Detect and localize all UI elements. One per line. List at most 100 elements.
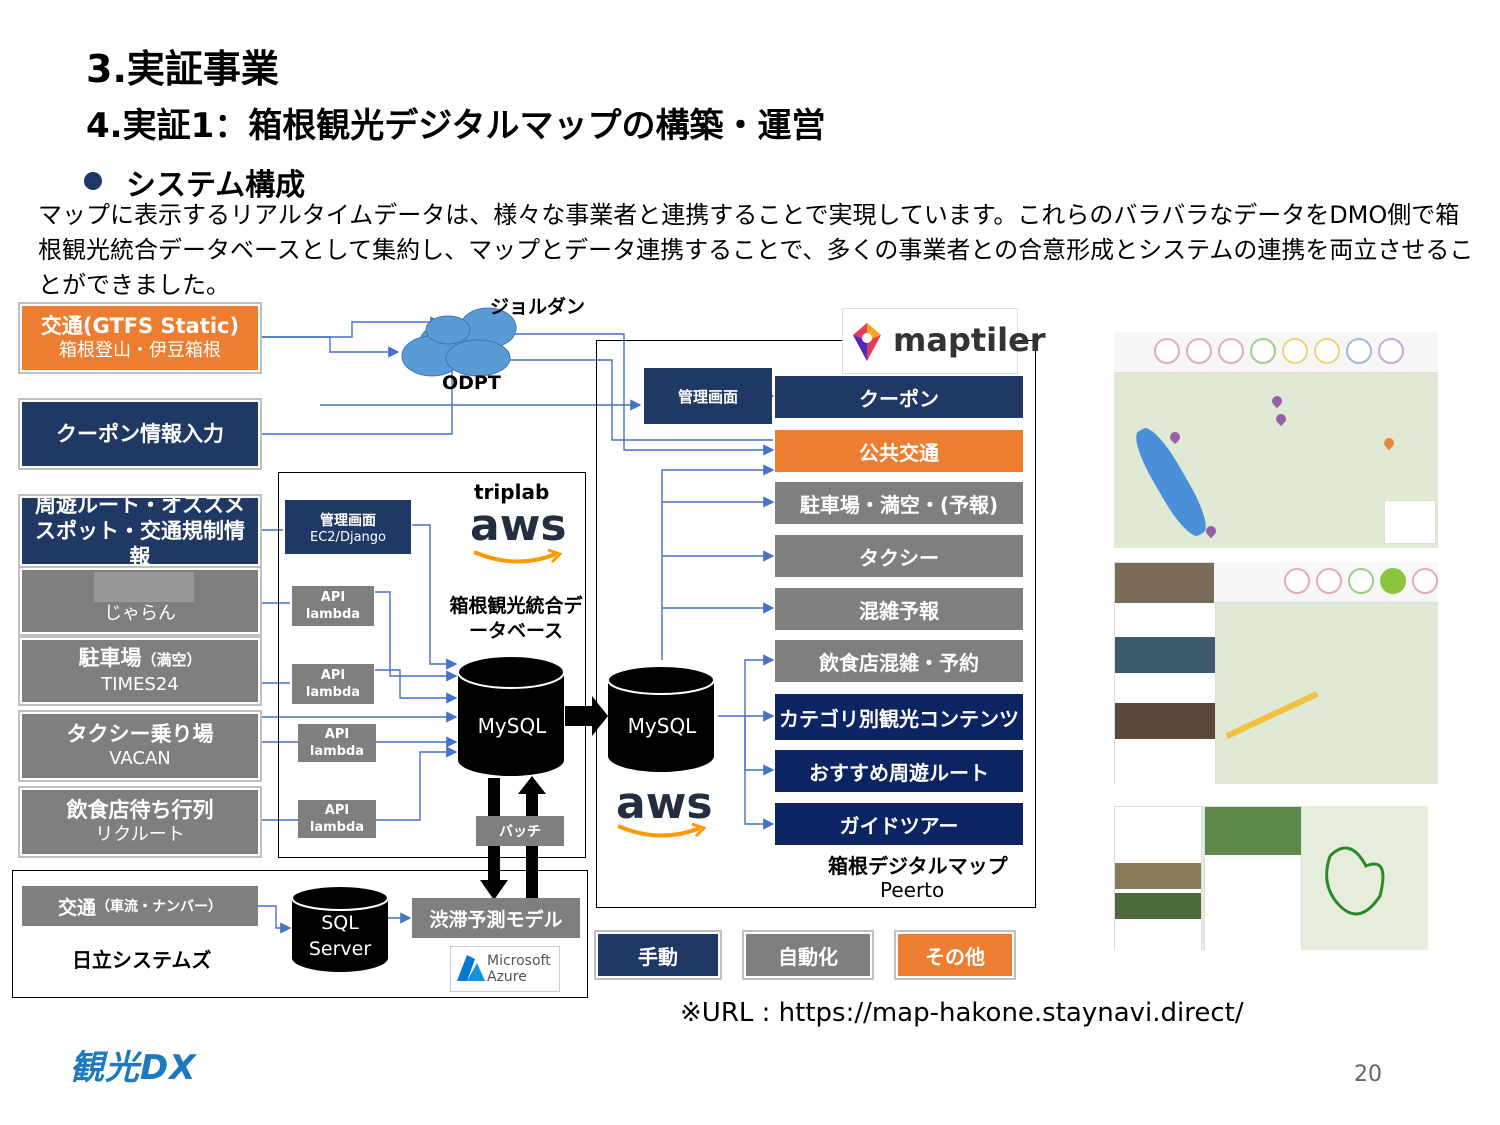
source-parking: 駐車場（満空） TIMES24 bbox=[18, 636, 262, 706]
output-guide-tour: ガイドツアー bbox=[775, 803, 1023, 845]
source-label: 駐車場 bbox=[78, 646, 142, 670]
category-icon bbox=[1250, 338, 1276, 364]
legend-auto: 自動化 bbox=[742, 930, 874, 980]
mysql-label: MySQL bbox=[477, 714, 547, 738]
category-icon bbox=[1348, 568, 1374, 594]
category-icon bbox=[1378, 338, 1404, 364]
content-photo bbox=[1115, 563, 1215, 603]
legend-manual: 手動 bbox=[594, 930, 722, 980]
mysql-db-icon bbox=[457, 655, 565, 776]
output-coupon: クーポン bbox=[775, 376, 1023, 418]
lambda-label: lambda bbox=[305, 607, 361, 622]
route-photo bbox=[1115, 893, 1201, 919]
category-icon bbox=[1154, 338, 1180, 364]
api-label: API bbox=[324, 803, 350, 818]
api-label: API bbox=[324, 727, 350, 742]
triplab-frame bbox=[278, 472, 586, 858]
sql-label: SQL bbox=[321, 912, 359, 934]
mysql-label-maptiler: MySQL bbox=[627, 714, 697, 738]
category-icon bbox=[1186, 338, 1212, 364]
kanko-dx-logo: 観光DX bbox=[70, 1048, 197, 1088]
source-label-sub: （満空） bbox=[141, 651, 202, 669]
map-url[interactable]: ※URL : https://map-hakone.staynavi.direc… bbox=[680, 998, 1244, 1028]
aws-logo: aws bbox=[470, 500, 567, 551]
traffic-label: 交通 bbox=[57, 896, 96, 919]
output-taxi: タクシー bbox=[775, 535, 1023, 577]
source-traffic-flow: 交通（車流・ナンバー） bbox=[22, 886, 258, 926]
maptiler-logo: maptiler bbox=[893, 321, 1046, 359]
batch-label: バッチ bbox=[476, 816, 564, 846]
category-icon bbox=[1218, 338, 1244, 364]
output-public-transit: 公共交通 bbox=[775, 430, 1023, 472]
source-taxi: タクシー乗り場 VACAN bbox=[18, 710, 262, 782]
road-line bbox=[1225, 691, 1319, 739]
odpt-label: ODPT bbox=[442, 372, 501, 394]
category-icon bbox=[1380, 568, 1406, 594]
output-parking: 駐車場・満空・(予報) bbox=[775, 482, 1023, 524]
source-traffic-gtfs: 交通(GTFS Static) 箱根登山・伊豆箱根 bbox=[18, 302, 262, 374]
content-photo bbox=[1115, 703, 1215, 739]
triplab-label: triplab bbox=[474, 480, 550, 504]
bullet-icon bbox=[84, 172, 102, 190]
legend-other: その他 bbox=[894, 930, 1016, 980]
map-pin-icon bbox=[1269, 393, 1285, 409]
azure-microsoft: Microsoft bbox=[487, 953, 551, 969]
api-label: API bbox=[320, 590, 346, 605]
route-photo bbox=[1115, 863, 1201, 889]
hitachi-label: 日立システムズ bbox=[72, 948, 212, 972]
api-lambda-taxi: API lambda bbox=[298, 724, 376, 762]
output-recommended-route: おすすめ周遊ルート bbox=[775, 750, 1023, 792]
source-provider: 箱根登山・伊豆箱根 bbox=[59, 340, 221, 361]
route-path bbox=[1325, 846, 1385, 916]
lambda-label: lambda bbox=[309, 744, 365, 759]
map-screenshot-3 bbox=[1114, 806, 1428, 950]
page-title: 3.実証事業 bbox=[86, 47, 279, 91]
maptiler-logo-icon bbox=[853, 323, 881, 361]
source-provider: じゃらん bbox=[104, 603, 176, 624]
source-provider: TIMES24 bbox=[101, 674, 179, 695]
admin-label: 管理画面 bbox=[320, 512, 376, 529]
integrated-db-label: 箱根観光統合データベース bbox=[449, 595, 583, 642]
map-pin-icon bbox=[1273, 411, 1289, 427]
jorudan-label: ジョルダン bbox=[490, 296, 586, 318]
page-number: 20 bbox=[1354, 1062, 1382, 1087]
azure-logo-text: Microsoft Azure bbox=[487, 953, 551, 985]
source-route-spots: 周遊ルート・オススメスポット・交通規制情報 bbox=[18, 493, 262, 569]
source-label: タクシー乗り場 bbox=[66, 722, 214, 746]
category-icon bbox=[1314, 338, 1340, 364]
azure-azure: Azure bbox=[487, 969, 527, 985]
map-name: 箱根デジタルマップ bbox=[828, 854, 1008, 878]
source-label: 交通(GTFS Static) bbox=[40, 314, 240, 338]
maptiler-logo-box: maptiler bbox=[842, 308, 1046, 374]
page-subtitle: 4.実証1：箱根観光デジタルマップの構築・運営 bbox=[86, 106, 826, 146]
azure-logo-icon bbox=[457, 955, 485, 981]
map-legend-card bbox=[1384, 500, 1436, 544]
source-label: 飲食店待ち行列 bbox=[66, 798, 214, 822]
map-screenshot-1 bbox=[1114, 332, 1438, 548]
triplab-admin: 管理画面 EC2/Django bbox=[285, 500, 411, 554]
maptiler-frame bbox=[596, 340, 1036, 908]
route-photo bbox=[1205, 807, 1301, 855]
category-icon bbox=[1282, 338, 1308, 364]
output-restaurant: 飲食店混雑・予約 bbox=[775, 640, 1023, 682]
sql-server-icon bbox=[291, 885, 389, 972]
content-list-panel bbox=[1114, 562, 1216, 784]
map-vendor: Peerto bbox=[880, 878, 945, 902]
map-pin-icon bbox=[1381, 435, 1397, 451]
category-icon bbox=[1316, 568, 1342, 594]
source-restaurant: 飲食店待ち行列 リクルート bbox=[18, 786, 262, 858]
source-label: クーポン情報入力 bbox=[56, 422, 224, 446]
route-list-panel bbox=[1114, 806, 1202, 950]
sql-server-label: SQL Server bbox=[290, 910, 390, 962]
api-lambda-jalan: API lambda bbox=[292, 586, 374, 626]
category-icon bbox=[1412, 568, 1438, 594]
source-coupon-input: クーポン情報入力 bbox=[18, 398, 262, 470]
congestion-model: 渋滞予測モデル bbox=[412, 898, 580, 938]
redacted-block bbox=[94, 572, 194, 602]
content-photo bbox=[1115, 637, 1215, 673]
lambda-label: lambda bbox=[305, 685, 361, 700]
aws-smile-icon-maptiler bbox=[617, 822, 706, 838]
source-provider: リクルート bbox=[95, 824, 185, 845]
